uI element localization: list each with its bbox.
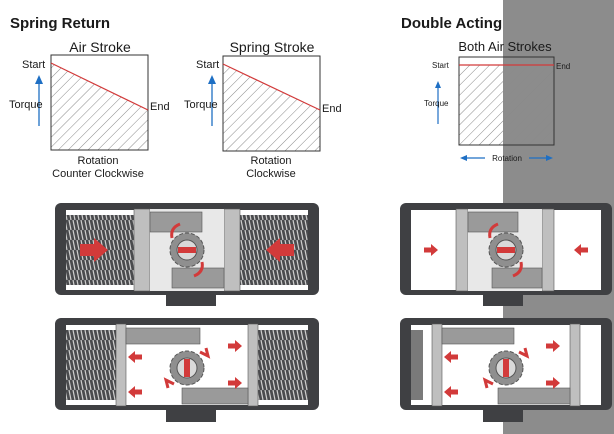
rotation-label: Rotation [251, 155, 292, 167]
rotation-left-arrow [460, 155, 467, 161]
torque-label: Torque [184, 99, 218, 111]
torque-curve [222, 63, 321, 111]
both-air-strokes-title: Both Air Strokes [458, 39, 552, 54]
end-label: End [556, 62, 570, 71]
end-label: End [322, 103, 342, 115]
lower-rack [491, 267, 543, 289]
double-acting-actuator-a [400, 203, 612, 306]
spring-pack-right [258, 330, 308, 400]
double-acting-heading: Double Acting [401, 15, 503, 32]
air-stroke-title: Air Stroke [69, 39, 131, 55]
lower-rack [171, 267, 225, 289]
spring-pack-left [66, 330, 116, 400]
spring-return-heading: Spring Return [10, 15, 110, 32]
spring-return-actuator-spring-stroke [55, 318, 319, 422]
torque-label: Torque [9, 99, 43, 111]
rotation-label: Rotation [492, 154, 522, 163]
lower-rack [497, 387, 571, 405]
rotation-direction-label: Clockwise [246, 168, 296, 180]
start-label: Start [432, 61, 450, 70]
lower-rack [181, 387, 249, 405]
upper-rack [125, 327, 201, 345]
spring-stroke-chart: Spring Stroke Start End Torque Rotation … [184, 39, 342, 180]
spring-stroke-title: Spring Stroke [230, 39, 315, 55]
upper-rack [149, 211, 203, 233]
start-label: Start [22, 59, 45, 71]
rotation-label: Rotation [78, 155, 119, 167]
spring-return-actuator-air-stroke [55, 203, 319, 306]
upper-rack [441, 327, 515, 345]
air-stroke-chart: Air Stroke Start End Torque Rotation Cou… [9, 39, 170, 180]
torque-curve [50, 62, 149, 111]
end-label: End [150, 101, 170, 113]
start-label: Start [196, 59, 219, 71]
rotation-direction-label: Counter Clockwise [52, 168, 144, 180]
rotation-right-arrow [546, 155, 553, 161]
torque-label: Torque [424, 99, 449, 108]
both-air-strokes-chart: Both Air Strokes Start End Torque Rotati… [424, 39, 570, 163]
upper-rack [467, 211, 519, 233]
double-acting-actuator-b [400, 318, 612, 422]
